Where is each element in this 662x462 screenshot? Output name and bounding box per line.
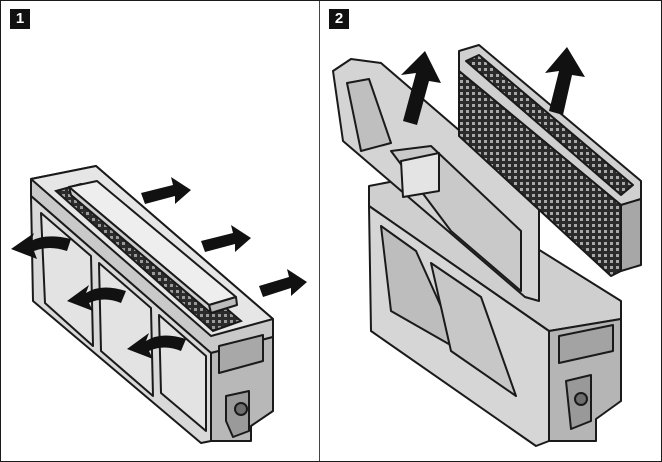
arrow-left-2-icon [67, 285, 126, 311]
step-1-badge: 1 [10, 9, 30, 29]
step-2-badge: 2 [329, 9, 349, 29]
step-2-panel: 2 [321, 1, 661, 461]
step-1-panel: 1 [1, 1, 319, 461]
arrow-up-left-icon [401, 51, 441, 125]
arrow-right-3-icon [259, 269, 307, 297]
arrow-up-right-icon [545, 47, 585, 115]
mesh-filter [458, 44, 642, 277]
step-1-illustration [11, 165, 307, 444]
arrow-left-1-icon [11, 233, 71, 259]
direction-arrows [11, 177, 307, 359]
filter-frame [332, 58, 540, 302]
direction-arrows [401, 47, 585, 125]
filter-handle-bar [68, 180, 238, 314]
arrow-right-1-icon [141, 177, 191, 204]
step-2-illustration [332, 44, 642, 447]
panel-divider [319, 1, 320, 461]
arrow-right-2-icon [201, 225, 251, 252]
arrow-left-3-icon [127, 333, 186, 359]
